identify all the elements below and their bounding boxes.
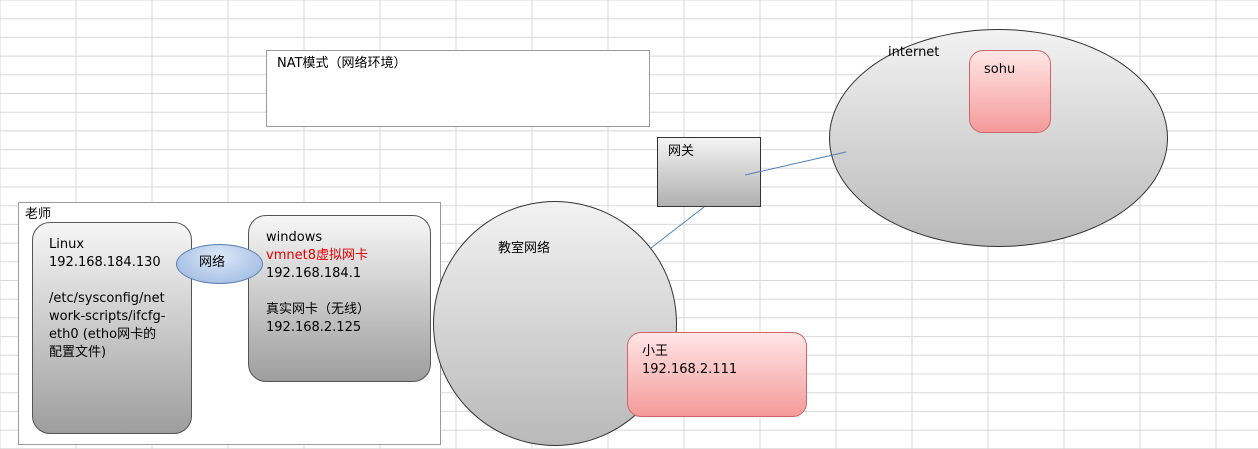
linux-line-5: work-scripts/ifcfg- bbox=[49, 309, 166, 324]
internet-label: internet bbox=[888, 45, 940, 60]
windows-line-1: windows bbox=[266, 230, 323, 245]
windows-line-4 bbox=[266, 283, 370, 301]
windows-box: windows vmnet8虚拟网卡 192.168.184.1 真实网卡（无线… bbox=[248, 215, 431, 382]
nat-title-text: NAT模式（网络环境） bbox=[277, 56, 407, 71]
network-oval: 网络 bbox=[176, 244, 263, 284]
windows-line-2: vmnet8虚拟网卡 bbox=[266, 248, 368, 263]
sohu-label: sohu bbox=[984, 62, 1016, 77]
teacher-label: 老师 bbox=[25, 207, 52, 222]
gateway-box: 网关 bbox=[657, 137, 761, 207]
linux-line-4: /etc/sysconfig/net bbox=[49, 291, 165, 306]
xiaowang-name: 小王 bbox=[642, 344, 669, 359]
windows-line-6: 192.168.2.125 bbox=[266, 320, 362, 335]
linux-box: Linux 192.168.184.130 /etc/sysconfig/net… bbox=[32, 222, 192, 434]
windows-line-5: 真实网卡（无线） bbox=[266, 302, 371, 317]
linux-line-6: eth0 (etho网卡的 bbox=[49, 327, 157, 342]
linux-line-2: 192.168.184.130 bbox=[49, 255, 161, 270]
xiaowang-ip: 192.168.2.111 bbox=[642, 362, 738, 377]
xiaowang-box: 小王 192.168.2.111 bbox=[627, 332, 807, 417]
linux-line-3 bbox=[49, 272, 165, 290]
network-oval-label: 网络 bbox=[199, 255, 226, 270]
gateway-label: 网关 bbox=[668, 144, 695, 159]
linux-line-1: Linux bbox=[49, 237, 85, 252]
linux-line-7: 配置文件) bbox=[49, 345, 107, 360]
windows-line-3: 192.168.184.1 bbox=[266, 266, 362, 281]
classroom-network-ellipse: 教室网络 bbox=[433, 201, 677, 446]
nat-title-box: NAT模式（网络环境） bbox=[266, 50, 650, 127]
sohu-box: sohu bbox=[969, 50, 1051, 133]
classroom-network-label: 教室网络 bbox=[498, 241, 551, 256]
